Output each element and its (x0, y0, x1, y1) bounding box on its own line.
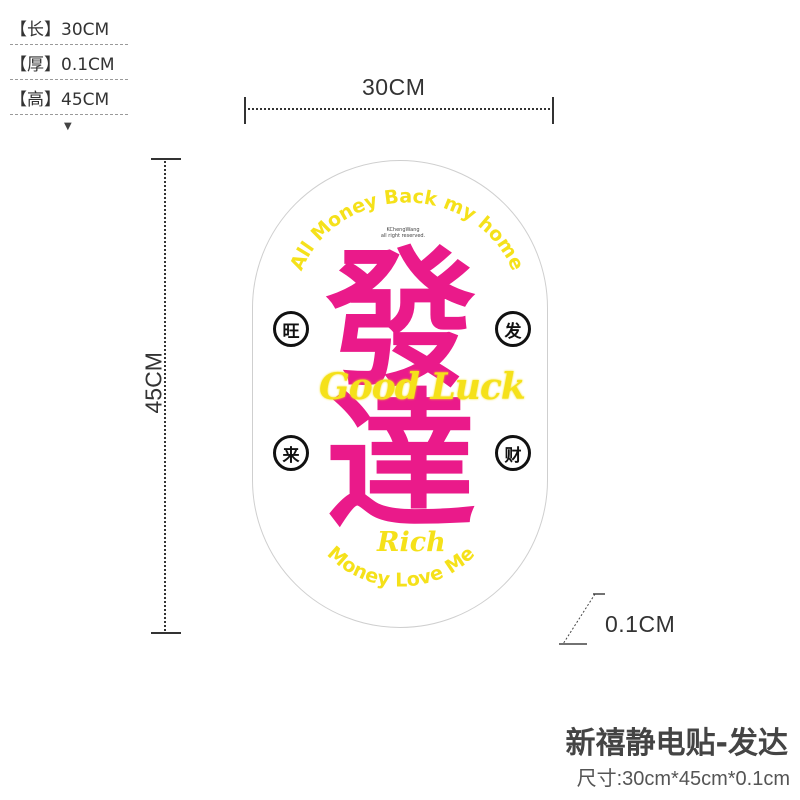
copyright-text: KChengWang all right reserved. (379, 227, 427, 239)
height-dimension-line (151, 158, 181, 634)
spec-height-label: 【高】45CM (10, 89, 110, 110)
rich-text: Rich (377, 527, 446, 558)
copyright-line-1: KChengWang (386, 227, 420, 233)
spec-length: 【长】30CM (10, 10, 128, 45)
thickness-marker-icon (559, 593, 605, 645)
badge-lai: 来 (273, 435, 309, 471)
spec-length-label: 【长】30CM (10, 19, 110, 40)
product-size: 尺寸:30cm*45cm*0.1cm (576, 768, 790, 790)
main-character-da: 達 (325, 374, 476, 550)
spec-thickness-label: 【厚】0.1CM (10, 54, 115, 75)
sticker-outline: All Money Back my home Money Love Me KCh… (252, 160, 548, 628)
height-dimension-label: 45CM (140, 352, 167, 414)
width-dimension-line (244, 97, 554, 124)
main-character-fa: 發 (325, 232, 476, 408)
good-luck-text: Good Luck (319, 366, 526, 408)
spec-list: 【长】30CM 【厚】0.1CM 【高】45CM (10, 10, 128, 115)
spec-thickness: 【厚】0.1CM (10, 45, 128, 80)
badge-fa: 发 (495, 311, 531, 347)
down-arrow-icon: ▼ (64, 121, 72, 132)
copyright-line-2: all right reserved. (380, 233, 426, 239)
product-title: 新禧静电贴-发达 (565, 726, 788, 761)
thickness-dimension-label: 0.1CM (605, 611, 676, 637)
arc-text-layer: All Money Back my home Money Love Me (286, 185, 528, 591)
spec-height: 【高】45CM (10, 80, 128, 115)
badge-cai: 财 (495, 435, 531, 471)
badge-wang: 旺 (273, 311, 309, 347)
width-dimension-label: 30CM (362, 74, 426, 100)
